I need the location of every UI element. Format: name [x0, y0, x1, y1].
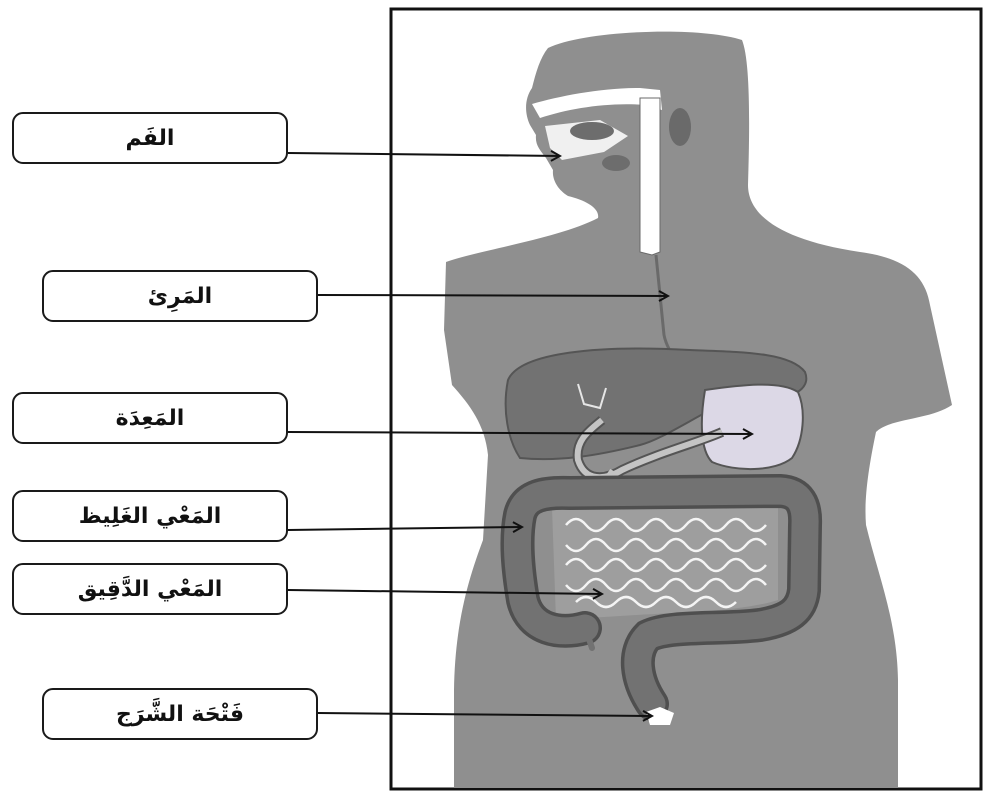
stomach — [702, 385, 803, 469]
tongue — [570, 122, 614, 140]
label-esophagus: المَرِئ — [148, 284, 212, 309]
label-mouth: الفَم — [126, 126, 175, 151]
label-box-esophagus: المَرِئ — [42, 270, 318, 322]
pharynx-tube — [640, 98, 660, 255]
label-small-intestine: المَعْي الدَّقِيق — [78, 577, 223, 602]
label-box-anus: فَتْحَة الشَّرَج — [42, 688, 318, 740]
label-anus: فَتْحَة الشَّرَج — [116, 702, 244, 727]
label-box-stomach: المَعِدَة — [12, 392, 288, 444]
label-large-intestine: المَعْي الغَلِيظ — [79, 504, 222, 529]
arrow-esophagus — [318, 295, 668, 296]
label-box-mouth: الفَم — [12, 112, 288, 164]
throat-gland — [669, 108, 691, 146]
lower-jaw-shape — [602, 155, 630, 171]
label-stomach: المَعِدَة — [116, 406, 185, 431]
label-box-small-intestine: المَعْي الدَّقِيق — [12, 563, 288, 615]
label-box-large-intestine: المَعْي الغَلِيظ — [12, 490, 288, 542]
